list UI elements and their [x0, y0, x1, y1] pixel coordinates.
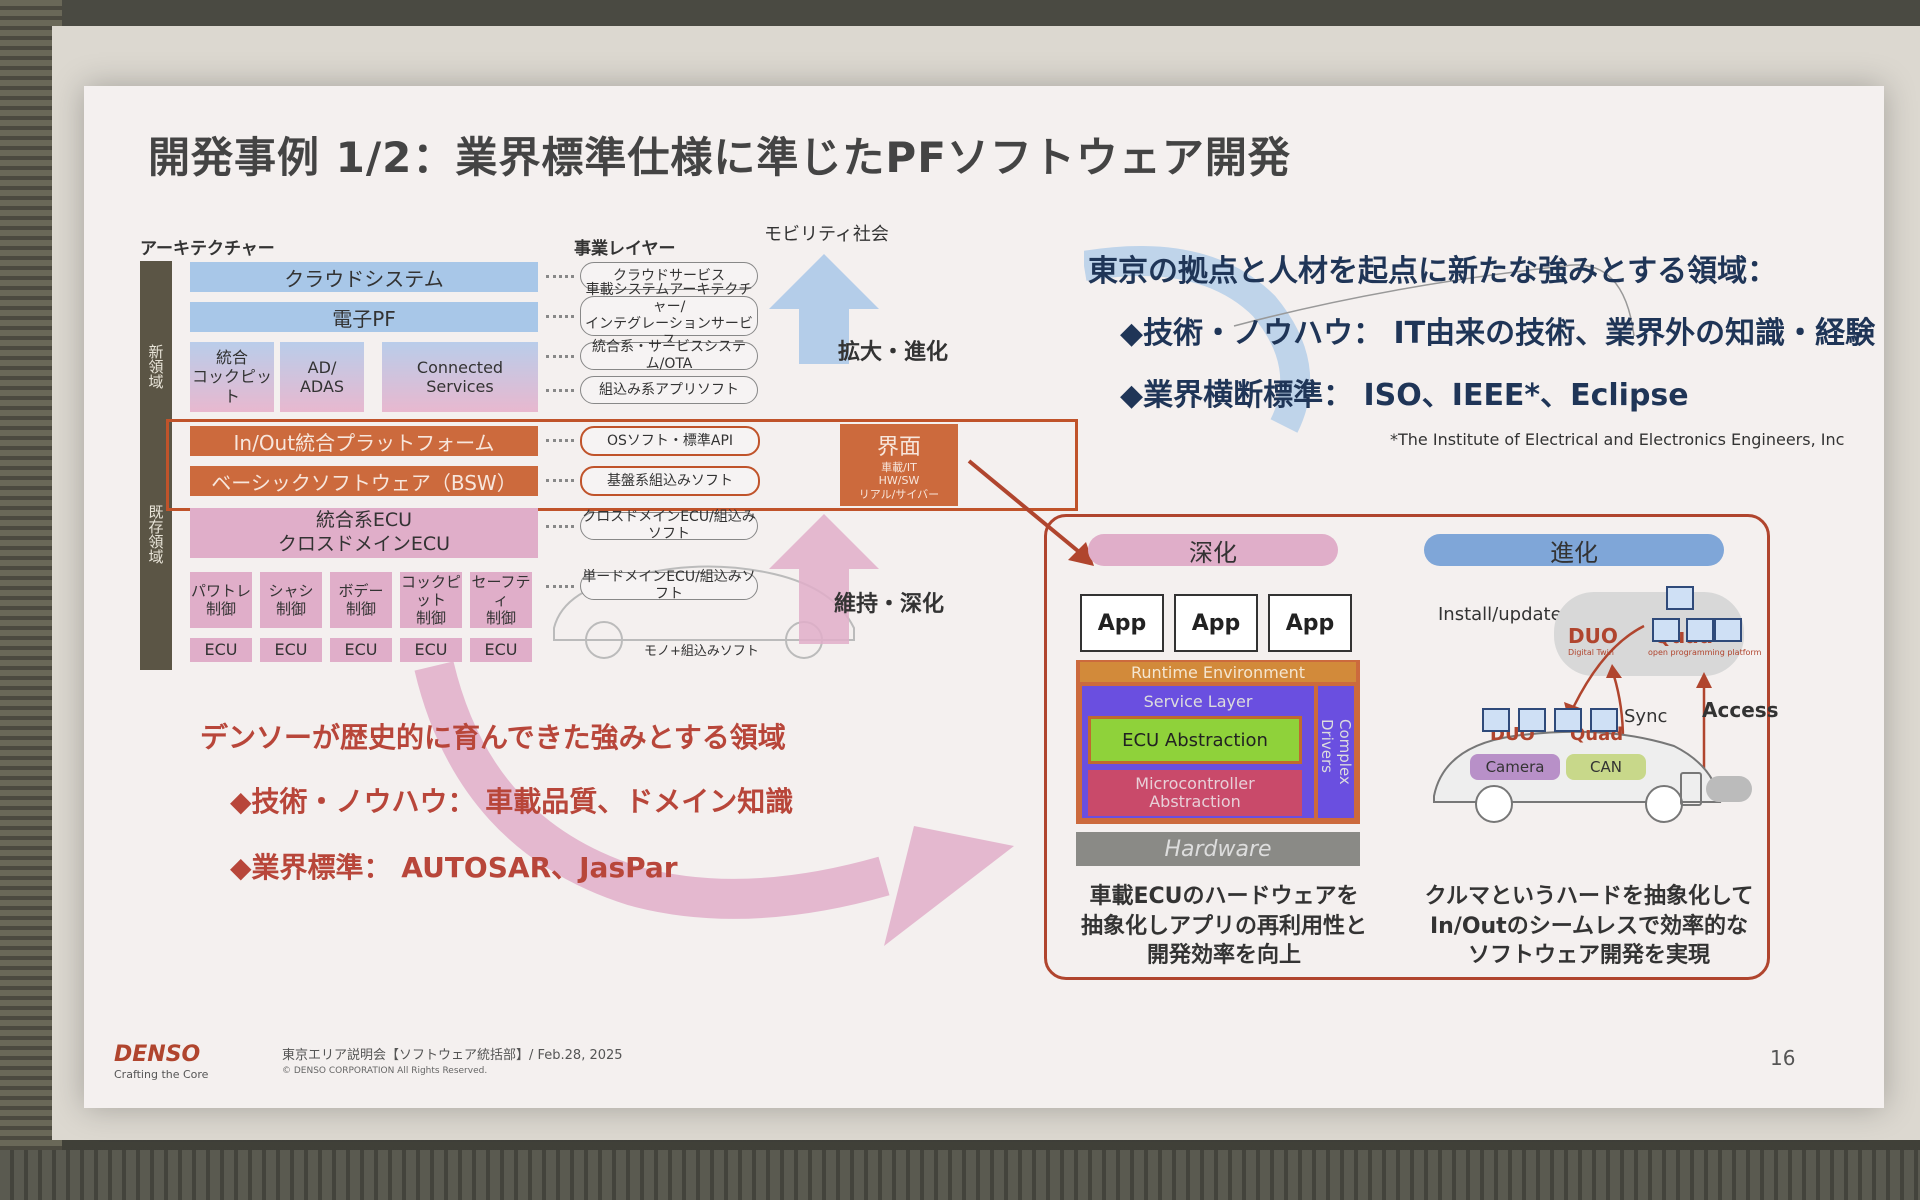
microcontroller-abstraction-block: Microcontroller Abstraction	[1088, 770, 1302, 816]
adas-block: AD/ ADAS	[280, 342, 364, 412]
business-layer-item: 統合系・サービスシステム/OTA	[580, 339, 758, 372]
denso-heading: デンソーが歴史的に育んできた強みとする領域	[200, 721, 786, 754]
dotted-connector	[546, 389, 574, 392]
dotted-connector	[546, 525, 574, 528]
install-update-label: Install/update	[1438, 604, 1562, 625]
dotted-connector	[546, 315, 574, 318]
business-layer-item: 基盤系組込みソフト	[580, 466, 760, 496]
bsw-block: ベーシックソフトウェア（BSW）	[190, 466, 538, 496]
dotted-connector	[546, 439, 574, 442]
dotted-connector	[546, 355, 574, 358]
integrated-ecu-block: 統合系ECU クロスドメインECU	[190, 508, 538, 558]
domain-control-block: パワトレ 制御	[190, 572, 252, 628]
container-icon	[1554, 708, 1582, 732]
container-icon	[1686, 618, 1714, 642]
wall-panel	[0, 1150, 1920, 1200]
domain-control-block: セーフティ 制御	[470, 572, 532, 628]
denso-tagline: Crafting the Core	[114, 1068, 209, 1081]
app-block: App	[1080, 594, 1164, 652]
domain-control-block: ボデー 制御	[330, 572, 392, 628]
center-arrows	[769, 254, 879, 644]
ecu-block: ECU	[260, 638, 322, 662]
tokyo-heading: 東京の拠点と人材を起点に新たな強みとする領域：	[1088, 254, 1778, 289]
deepen-evolve-panel	[1044, 514, 1770, 980]
ecu-block: ECU	[400, 638, 462, 662]
denso-standard: ◆業界標準： AUTOSAR、JasPar	[230, 851, 678, 884]
phone-icon	[1680, 772, 1702, 806]
maintain-label: 維持・深化	[834, 592, 945, 617]
domain-control-block: コックピット 制御	[400, 572, 462, 628]
cloud-system-block: クラウドシステム	[190, 262, 538, 292]
inout-platform-block: In/Out統合プラットフォーム	[190, 426, 538, 456]
cloud-duo-sub: Digital Twin	[1568, 648, 1614, 657]
container-icon	[1518, 708, 1546, 732]
container-icon	[1482, 708, 1510, 732]
footer-event: 東京エリア説明会【ソフトウェア統括部】/ Feb.28, 2025	[282, 1048, 623, 1063]
service-layer-label: Service Layer	[1143, 691, 1253, 711]
tokyo-tech: ◆技術・ノウハウ： IT由来の技術、業界外の知識・経験	[1120, 316, 1876, 351]
interface-arrow	[967, 459, 1094, 566]
tokyo-area-arrow	[1084, 246, 1635, 433]
tokyo-footnote: *The Institute of Electrical and Electro…	[1390, 430, 1845, 449]
ecu-abstraction-block: ECU Abstraction	[1088, 716, 1302, 764]
app-block: App	[1268, 594, 1352, 652]
slide: 開発事例 1/2：業界標準仕様に準じたPFソフトウェア開発 アーキテクチャー 事…	[84, 86, 1884, 1108]
evolve-label: 進化	[1424, 534, 1724, 567]
interface-title: 界面	[876, 435, 921, 461]
mobility-label: モビリティ社会	[764, 224, 889, 245]
business-layer-heading: 事業レイヤー	[574, 239, 676, 259]
access-label: Access	[1702, 698, 1779, 722]
container-icon	[1590, 708, 1618, 732]
can-block: CAN	[1566, 754, 1646, 780]
business-layer-item: OSソフト・標準API	[580, 426, 760, 456]
denso-logo: DENSO	[114, 1042, 201, 1067]
deepen-label: 深化	[1088, 534, 1338, 567]
ecu-block: ECU	[470, 638, 532, 662]
domain-control-block: シャシ 制御	[260, 572, 322, 628]
container-icon	[1666, 586, 1694, 610]
ecu-block: ECU	[330, 638, 392, 662]
business-layer-item: 単ードメインECU/組込みソフト	[580, 569, 758, 602]
container-icon	[1714, 618, 1742, 642]
business-layer-item: 組込み系アプリソフト	[580, 376, 758, 404]
camera-block: Camera	[1470, 754, 1560, 780]
dotted-connector	[546, 585, 574, 588]
container-icon	[1652, 618, 1680, 642]
interface-sub: 車載/IT HW/SW リアル/サイバー	[858, 461, 940, 501]
slide-title: 開発事例 1/2：業界標準仕様に準じたPFソフトウェア開発	[148, 133, 1291, 182]
ecu-block: ECU	[190, 638, 252, 662]
cloud-icon	[1706, 776, 1752, 802]
complex-drivers-block: Complex Drivers	[1318, 686, 1354, 818]
architecture-heading: アーキテクチャー	[140, 239, 275, 259]
mono-label: モノ+組込みソフト	[644, 644, 759, 659]
runtime-environment: Runtime Environment	[1080, 662, 1356, 682]
tokyo-standard: ◆業界横断標準： ISO、IEEE*、Eclipse	[1120, 378, 1689, 413]
dotted-connector	[546, 479, 574, 482]
cloud-duo-logo: DUO	[1568, 624, 1618, 648]
dotted-connector	[546, 275, 574, 278]
expand-label: 拡大・進化	[838, 340, 949, 365]
denso-area-arrow	[414, 661, 1014, 946]
cockpit-block: 統合 コックピット	[190, 342, 274, 412]
window-blind	[0, 0, 62, 1200]
denso-tech: ◆技術・ノウハウ： 車載品質、ドメイン知識	[230, 785, 794, 818]
cloud-quad-sub: open programming platform	[1648, 648, 1762, 657]
business-layer-item: 車載システムアーキテクチャー/ インテグレーションサービス	[580, 282, 758, 349]
page-number: 16	[1770, 1046, 1796, 1070]
app-block: App	[1174, 594, 1258, 652]
evolve-caption: クルマというハードを抽象化して In/Outのシームレスで効率的な ソフトウェア…	[1424, 884, 1754, 969]
interface-band	[166, 419, 1078, 511]
deepen-caption: 車載ECUのハードウェアを 抽象化しアプリの再利用性と 開発効率を向上	[1080, 884, 1367, 969]
connected-services-block: Connected Services	[382, 342, 538, 412]
electronic-pf-block: 電子PF	[190, 302, 538, 332]
footer-copyright: © DENSO CORPORATION All Rights Reserved.	[282, 1066, 488, 1076]
business-layer-item: クラウドサービス	[580, 262, 758, 290]
business-layer-item: クロスドメインECU/組込みソフト	[580, 509, 758, 542]
hardware-block: Hardware	[1076, 832, 1360, 866]
sync-label: Sync	[1624, 706, 1668, 727]
interface-box: 界面 車載/IT HW/SW リアル/サイバー	[840, 424, 958, 506]
